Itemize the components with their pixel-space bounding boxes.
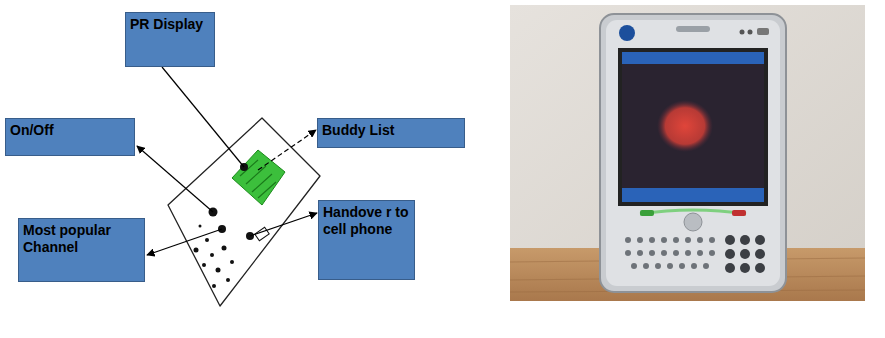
callout-text: Most popular Channel	[23, 222, 140, 256]
callout-box: Handove r to cell phone	[318, 200, 415, 280]
device-photo	[510, 5, 865, 301]
callout-text: Buddy List	[322, 122, 460, 139]
leader-line	[250, 213, 317, 236]
leader-line	[162, 67, 244, 167]
callout-text: PR Display	[130, 16, 210, 33]
leader-line	[258, 130, 316, 170]
sketch-device	[168, 118, 320, 306]
callout-box: PR Display	[125, 12, 215, 67]
leader-line	[147, 229, 222, 255]
callout-box: Buddy List	[317, 118, 465, 148]
callout-box: Most popular Channel	[18, 218, 145, 282]
callout-text: Handove r to cell phone	[323, 204, 410, 238]
callout-box: On/Off	[5, 118, 135, 156]
callout-text: On/Off	[10, 122, 130, 139]
sketch-display-lines	[240, 160, 276, 198]
sketch-display	[232, 150, 285, 205]
sketch-buttons	[194, 163, 255, 288]
leader-line	[137, 146, 213, 212]
sketch-paper	[155, 105, 325, 323]
